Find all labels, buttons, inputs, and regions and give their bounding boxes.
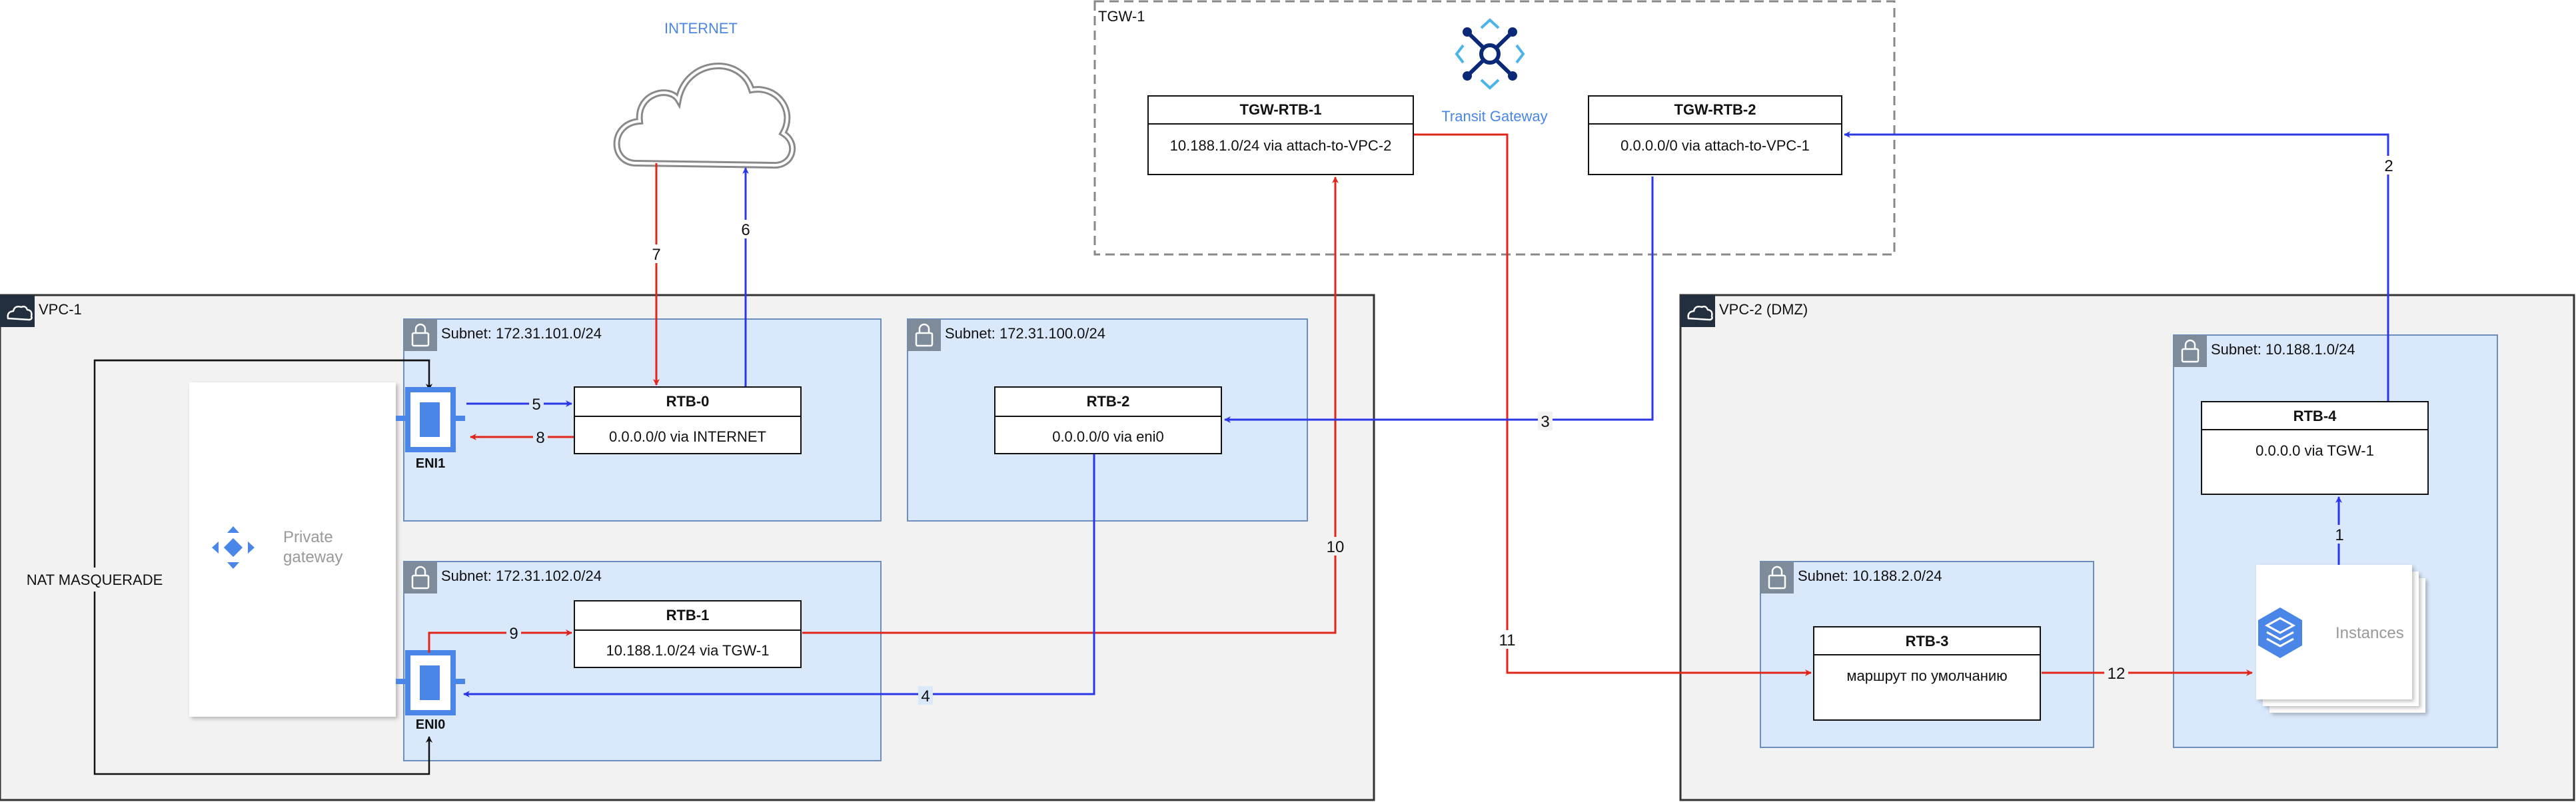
- route-table-tgw-rtb-2[interactable]: TGW-RTB-2 0.0.0.0/0 via attach-to-VPC-1: [1588, 95, 1842, 175]
- subnet-label: Subnet: 172.31.100.0/24: [945, 325, 1105, 342]
- nat-masquerade-label: NAT MASQUERADE: [27, 572, 163, 588]
- internet-cloud: INTERNET: [613, 20, 796, 169]
- transit-gateway-label: Transit Gateway: [1441, 108, 1547, 125]
- lock-icon: [2174, 335, 2207, 367]
- cloud-icon: [1680, 295, 1715, 327]
- subnet-label: Subnet: 172.31.101.0/24: [441, 325, 602, 342]
- subnet-label: Subnet: 172.31.102.0/24: [441, 568, 602, 584]
- lock-icon: [1760, 562, 1794, 594]
- eni0-label: ENI0: [416, 717, 445, 732]
- step-label-10-text: 10: [1327, 538, 1345, 556]
- step-label-4-text: 4: [921, 687, 930, 705]
- route-table-tgw-rtb-1[interactable]: TGW-RTB-1 10.188.1.0/24 via attach-to-VP…: [1147, 95, 1414, 175]
- nat-masquerade-loop: NAT MASQUERADE: [27, 359, 432, 775]
- private-gateway: Private gateway: [189, 382, 396, 717]
- step-label-11: 11: [1495, 630, 1519, 649]
- connector-10: [802, 177, 1339, 634]
- eni1-label: ENI1: [416, 456, 445, 471]
- gateway-icon: [212, 526, 255, 569]
- step-label-7-text: 7: [652, 246, 660, 264]
- step-label-2-text: 2: [2384, 157, 2393, 175]
- step-label-9-text: 9: [509, 625, 518, 643]
- route-table-rtb-3[interactable]: RTB-3 маршрут по умолчанию: [1813, 626, 2041, 721]
- instance-icon: [2258, 607, 2302, 658]
- step-label-1-text: 1: [2335, 526, 2343, 544]
- tgw-container: TGW-1: [1093, 0, 1896, 256]
- route-table-title: RTB-2: [1087, 393, 1130, 410]
- connector-2: [1844, 131, 2389, 401]
- step-label-8-text: 8: [536, 429, 544, 447]
- step-label-7: 7: [649, 244, 664, 264]
- route-table-rtb-4[interactable]: RTB-4 0.0.0.0 via TGW-1: [2201, 401, 2429, 495]
- cloud-icon: [0, 295, 35, 327]
- step-label-3: 3: [1538, 412, 1553, 431]
- lock-icon: [404, 319, 437, 351]
- route-table-title: RTB-1: [666, 607, 710, 623]
- route-table-entry: 0.0.0.0/0 via INTERNET: [609, 428, 766, 445]
- blue-connectors: [463, 131, 2389, 697]
- connector-3: [1224, 177, 1654, 423]
- step-label-5: 5: [529, 394, 544, 414]
- step-label-6-text: 6: [741, 221, 750, 239]
- step-labels: 1 2 3 4 5 6 7 8 9 10 11 12: [506, 156, 2396, 705]
- step-label-10: 10: [1323, 537, 1347, 556]
- lock-icon: [404, 562, 437, 594]
- vpc-2-label: VPC-2 (DMZ): [1719, 301, 1808, 318]
- private-gateway-label: Private gateway: [283, 528, 342, 566]
- lock-icon: [908, 319, 941, 351]
- route-table-rtb-0[interactable]: RTB-0 0.0.0.0/0 via INTERNET: [574, 386, 802, 454]
- step-label-12: 12: [2104, 663, 2128, 683]
- route-table-entry: 0.0.0.0 via TGW-1: [2255, 442, 2374, 459]
- step-label-8: 8: [533, 428, 548, 447]
- subnet-label: Subnet: 10.188.1.0/24: [2211, 341, 2355, 358]
- tgw-label: TGW-1: [1098, 8, 1145, 25]
- step-label-2: 2: [2381, 156, 2396, 175]
- connector-11: [1414, 133, 1812, 676]
- internet-label: INTERNET: [664, 20, 738, 37]
- route-table-title: TGW-RTB-2: [1674, 101, 1756, 118]
- route-table-entry: 10.188.1.0/24 via TGW-1: [606, 642, 770, 659]
- route-table-entry: маршрут по умолчанию: [1846, 667, 2007, 684]
- step-label-6: 6: [738, 220, 753, 239]
- step-label-1: 1: [2332, 525, 2347, 544]
- instances: Instances: [2256, 565, 2425, 713]
- step-label-3-text: 3: [1541, 413, 1549, 431]
- connector-4: [463, 454, 1095, 697]
- instances-label: Instances: [2335, 624, 2404, 642]
- route-table-entry: 0.0.0.0/0 via eni0: [1052, 428, 1164, 445]
- step-label-11-text: 11: [1499, 631, 1516, 649]
- route-table-rtb-1[interactable]: RTB-1 10.188.1.0/24 via TGW-1: [574, 600, 802, 668]
- route-table-title: RTB-4: [2293, 408, 2337, 424]
- route-table-entry: 10.188.1.0/24 via attach-to-VPC-2: [1170, 137, 1392, 154]
- private-gateway-line2: gateway: [283, 548, 342, 566]
- vpc-1-label: VPC-1: [39, 301, 82, 318]
- step-label-4: 4: [918, 686, 933, 705]
- route-table-rtb-2[interactable]: RTB-2 0.0.0.0/0 via eni0: [994, 386, 1222, 454]
- eni0: ENI0: [396, 650, 465, 732]
- eni1: ENI1: [396, 387, 465, 471]
- connector-9: [428, 629, 572, 653]
- subnet-label: Subnet: 10.188.2.0/24: [1798, 568, 1942, 584]
- step-label-5-text: 5: [532, 396, 540, 414]
- transit-gateway-icon: Transit Gateway: [1441, 18, 1548, 125]
- red-connectors: [428, 133, 2253, 676]
- route-table-entry: 0.0.0.0/0 via attach-to-VPC-1: [1620, 137, 1810, 154]
- route-table-title: RTB-0: [666, 393, 710, 410]
- route-table-title: TGW-RTB-1: [1240, 101, 1322, 118]
- private-gateway-line1: Private: [283, 528, 333, 546]
- step-label-9: 9: [506, 623, 521, 643]
- step-label-12-text: 12: [2108, 665, 2126, 683]
- route-table-title: RTB-3: [1906, 633, 1949, 649]
